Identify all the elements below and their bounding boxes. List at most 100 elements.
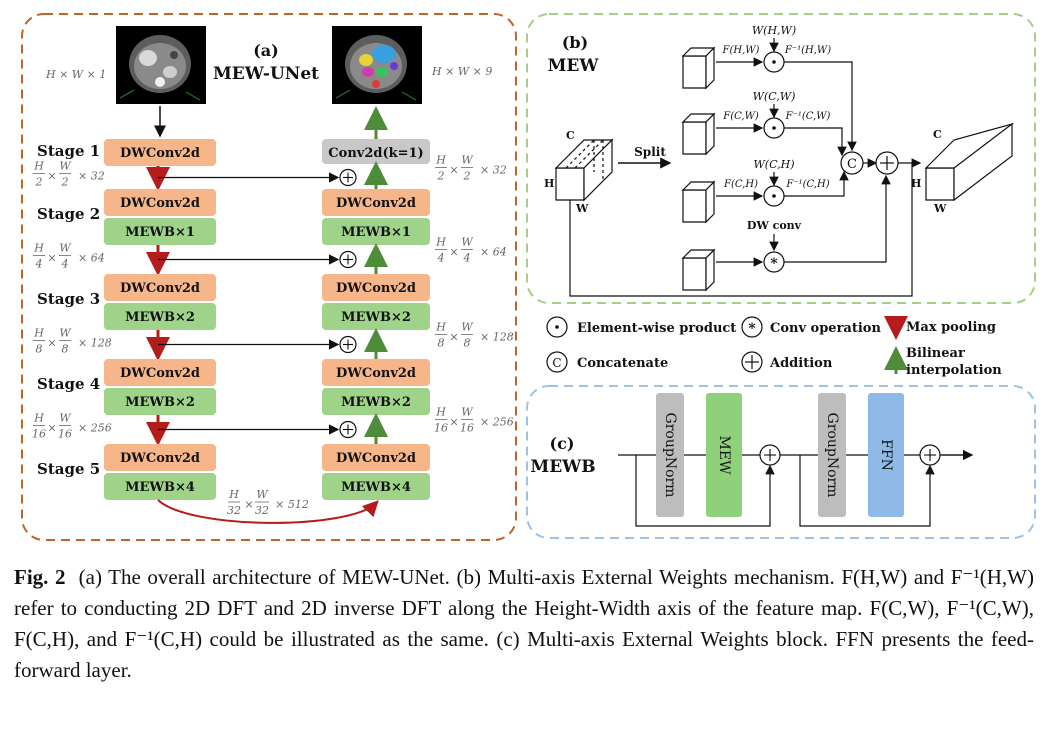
weight-label: W(C,H) bbox=[753, 158, 794, 171]
mew-branch-3: W(C,H) F(C,H) F⁻¹(C,H) bbox=[681, 158, 849, 224]
svg-text:H: H bbox=[228, 488, 239, 501]
conv2d-k1-box bbox=[322, 139, 430, 164]
stage-2: Stage 2DWConv2dMEWB×1DWConv2dMEWB×1H4×W4… bbox=[33, 189, 507, 276]
fft-label: F(H,W) bbox=[722, 45, 760, 56]
decoder-block-label: MEWB×2 bbox=[341, 395, 411, 410]
decoder-block-label: DWConv2d bbox=[336, 451, 416, 466]
mew-branch-2: W(C,W)F(C,W)F⁻¹(C,W) bbox=[681, 90, 847, 157]
svg-text:×: × bbox=[244, 498, 253, 511]
ct-output-image bbox=[332, 26, 422, 104]
encoder-dwconv-box bbox=[104, 274, 216, 301]
fft-label: F(C,W) bbox=[722, 111, 759, 122]
stage-label: Stage 1 bbox=[37, 142, 100, 160]
svg-text:16: 16 bbox=[460, 422, 474, 435]
stage-label: Stage 2 bbox=[37, 205, 100, 223]
decoder-mewb-box bbox=[322, 218, 430, 245]
legend-concat-text: Concatenate bbox=[577, 356, 668, 371]
svg-text:W: W bbox=[256, 488, 269, 501]
fft-label: F(C,H) bbox=[723, 179, 758, 190]
encoder-mewb-box bbox=[104, 388, 216, 415]
svg-text:32: 32 bbox=[255, 504, 269, 517]
svg-text:× 64: × 64 bbox=[78, 252, 105, 265]
panel-a-label: (a) bbox=[253, 41, 279, 60]
svg-text:H: H bbox=[435, 321, 446, 334]
svg-text:H: H bbox=[33, 242, 44, 255]
output-dims: H × W × 9 bbox=[431, 65, 492, 78]
mew-out-h: H bbox=[911, 177, 921, 190]
svg-text:16: 16 bbox=[434, 422, 448, 435]
svg-text:H: H bbox=[435, 154, 446, 167]
legend-elementwise-text: Element-wise product bbox=[577, 321, 736, 336]
encoder-block-label: DWConv2d bbox=[120, 451, 200, 466]
ct-input-image bbox=[116, 26, 206, 104]
encoder-dwconv-box bbox=[104, 139, 216, 166]
svg-text:W: W bbox=[59, 160, 72, 173]
svg-text:H: H bbox=[33, 327, 44, 340]
mewb-block-mew bbox=[706, 393, 742, 517]
decoder-block-label: DWConv2d bbox=[336, 366, 416, 381]
encoder-block-label: DWConv2d bbox=[120, 146, 200, 161]
svg-text:16: 16 bbox=[58, 428, 72, 441]
legend-bilinear-text-2: interpolation bbox=[906, 363, 1002, 378]
branch-cube bbox=[681, 112, 716, 156]
svg-text:4: 4 bbox=[61, 258, 69, 271]
svg-text:4: 4 bbox=[437, 252, 445, 265]
encoder-dwconv-box bbox=[104, 444, 216, 471]
mew-branches: W(H,W)F(H,W)F⁻¹(H,W)W(C,W)F(C,W)F⁻¹(C,W)… bbox=[681, 24, 857, 224]
svg-text:× 512: × 512 bbox=[275, 498, 309, 511]
stage-label: Stage 3 bbox=[37, 290, 100, 308]
legend-conv-text: Conv operation bbox=[770, 321, 881, 336]
elementwise-dot bbox=[772, 126, 776, 130]
elementwise-dot bbox=[772, 60, 776, 64]
svg-text:*: * bbox=[748, 321, 756, 337]
decoder-dwconv-box bbox=[322, 444, 430, 471]
decoder-dwconv-box bbox=[322, 274, 430, 301]
svg-text:32: 32 bbox=[227, 504, 241, 517]
svg-text:2: 2 bbox=[437, 170, 445, 183]
svg-text:× 32: × 32 bbox=[78, 170, 105, 183]
res-label-right: H2×W2× 32 bbox=[435, 154, 507, 183]
mewb-block-label: GroupNorm bbox=[662, 413, 678, 498]
encoder-dwconv-box bbox=[104, 359, 216, 386]
legend-bilinear-text-1: Bilinear bbox=[906, 346, 965, 361]
branch-out-line bbox=[784, 127, 847, 157]
res-label-left: H16×W16× 256 bbox=[32, 412, 112, 441]
branch-out-line bbox=[784, 61, 857, 152]
svg-text:×: × bbox=[47, 422, 56, 435]
concatenate-symbol: C bbox=[847, 157, 857, 172]
res-label-left: H8×W8× 128 bbox=[33, 327, 112, 356]
diagram-canvas: (a) MEW-UNet H × W × 1 H × W × 9 Conv2d(… bbox=[21, 13, 1036, 541]
decoder-block-label: MEWB×4 bbox=[341, 480, 411, 495]
decoder-block-label: MEWB×2 bbox=[341, 310, 411, 325]
res-label-left: H4×W4× 64 bbox=[33, 242, 105, 271]
svg-text:8: 8 bbox=[36, 343, 43, 356]
mew-branch-1: W(H,W)F(H,W)F⁻¹(H,W) bbox=[681, 24, 857, 152]
encoder-mewb-box bbox=[104, 218, 216, 245]
svg-text:8: 8 bbox=[438, 337, 445, 350]
panel-c-border bbox=[526, 385, 1036, 539]
panel-a-border bbox=[21, 13, 517, 541]
mewb-block-ffn bbox=[868, 393, 904, 517]
svg-text:×: × bbox=[449, 331, 458, 344]
ifft-label: F⁻¹(C,H) bbox=[785, 179, 829, 190]
res-label-left: H2×W2× 32 bbox=[33, 160, 105, 189]
stage-3: Stage 3DWConv2dMEWB×2DWConv2dMEWB×2H8×W8… bbox=[33, 274, 514, 361]
svg-text:× 256: × 256 bbox=[480, 416, 514, 429]
mewb-block-label: GroupNorm bbox=[824, 413, 840, 498]
res-label-right: H4×W4× 64 bbox=[435, 236, 507, 265]
mewb-block-groupnorm bbox=[818, 393, 846, 517]
encoder-block-label: MEWB×2 bbox=[125, 310, 195, 325]
bottleneck-arrow bbox=[157, 499, 379, 524]
decoder-block-label: DWConv2d bbox=[336, 196, 416, 211]
encoder-block-label: MEWB×4 bbox=[125, 480, 195, 495]
mew-out-c: C bbox=[933, 128, 942, 141]
dwconv-to-add bbox=[784, 174, 891, 263]
svg-text:16: 16 bbox=[32, 428, 46, 441]
legend: Element-wise product * Conv operation Ma… bbox=[546, 316, 1002, 378]
dwconv-small-cube bbox=[681, 248, 716, 292]
mew-in-h: H bbox=[544, 177, 554, 190]
res-label-right: H16×W16× 256 bbox=[434, 406, 514, 435]
svg-text:H: H bbox=[435, 236, 446, 249]
